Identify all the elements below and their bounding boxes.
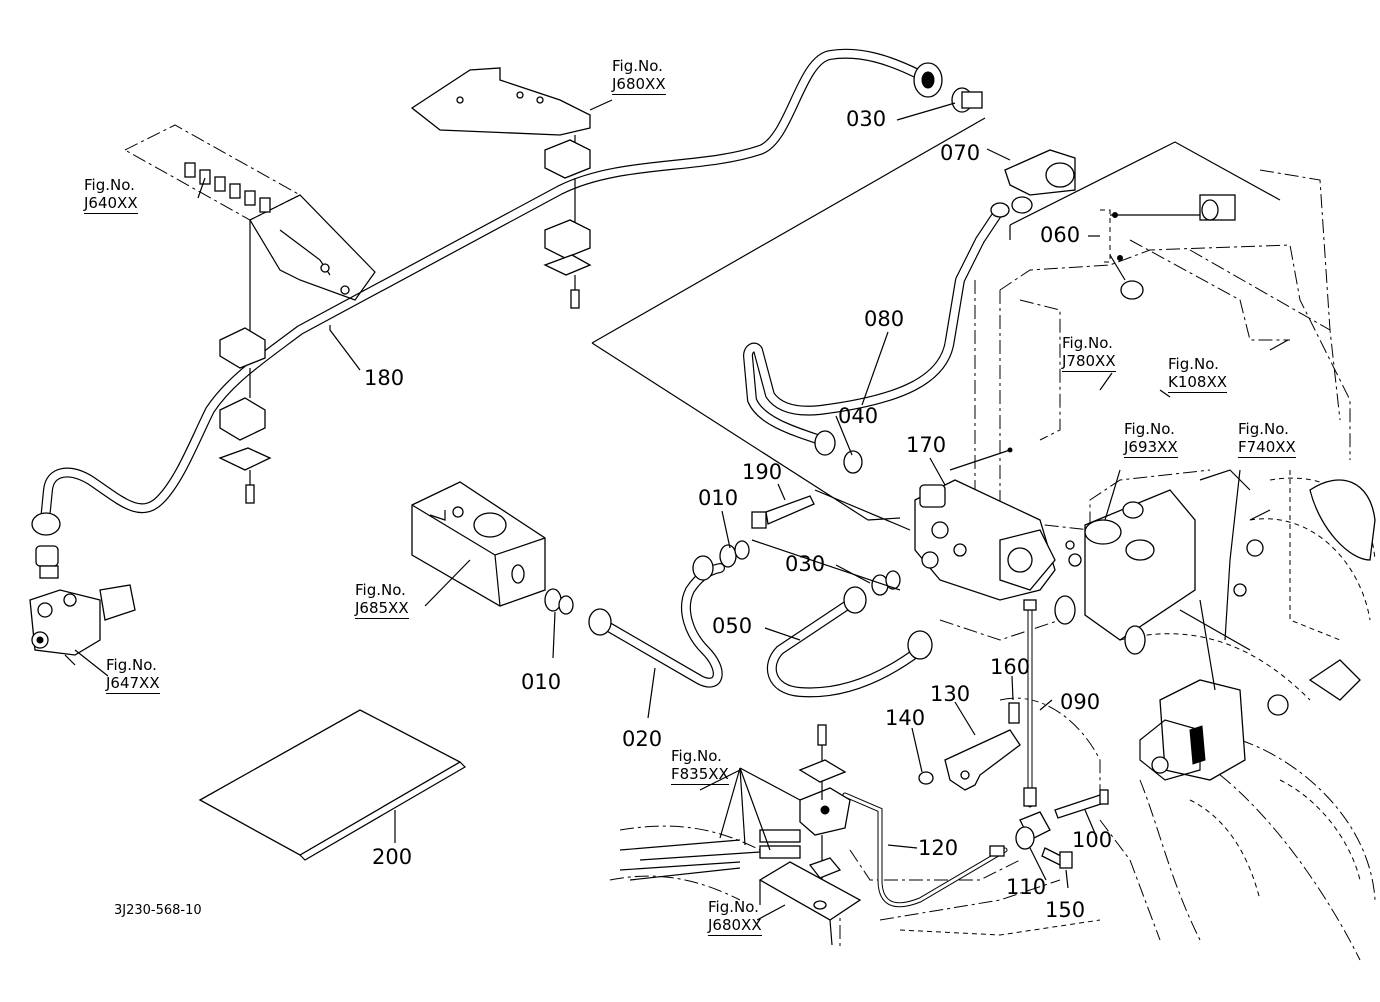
fig-ref-f835[interactable]: Fig.No. F835XX	[671, 747, 729, 785]
drawing-code: 3J230-568-10	[114, 903, 202, 918]
part-label-010-mid: 010	[698, 486, 739, 510]
manifold-f835	[619, 724, 851, 881]
fitting-030-top	[951, 87, 983, 113]
valve-j693	[1054, 489, 1196, 655]
leader-lines	[74, 99, 1289, 921]
part-label-080: 080	[864, 307, 905, 331]
part-label-090: 090	[1060, 690, 1101, 714]
tee-110	[1015, 811, 1051, 850]
fitting-160	[1008, 702, 1020, 724]
nut-140	[918, 771, 934, 785]
part-label-150: 150	[1045, 898, 1086, 922]
part-label-190: 190	[742, 460, 783, 484]
fig-ref-code: J693XX	[1124, 438, 1178, 458]
part-label-030-mid: 030	[785, 552, 826, 576]
part-label-070: 070	[940, 141, 981, 165]
fig-ref-code: J647XX	[106, 674, 160, 694]
manual-200	[198, 709, 466, 861]
fig-ref-caption: Fig.No.	[355, 581, 406, 599]
fig-ref-caption: Fig.No.	[1238, 420, 1289, 438]
pipe-050	[766, 586, 933, 698]
valve-170	[914, 447, 1056, 601]
part-label-160: 160	[990, 655, 1031, 679]
bolt-100	[1054, 789, 1109, 819]
fig-ref-caption: Fig.No.	[612, 57, 663, 75]
fig-ref-j680-upper[interactable]: Fig.No. J680XX	[612, 57, 666, 95]
hose-080	[743, 202, 1010, 474]
block-j685	[411, 481, 574, 615]
fig-ref-j780[interactable]: Fig.No. J780XX	[1062, 334, 1116, 372]
fig-ref-caption: Fig.No.	[671, 747, 722, 765]
pipe-120	[842, 792, 1008, 908]
part-label-030-top: 030	[846, 107, 887, 131]
fig-ref-caption: Fig.No.	[1062, 334, 1113, 352]
fig-ref-code: K108XX	[1168, 373, 1228, 393]
valve-block-j647	[29, 584, 136, 666]
fig-ref-caption: Fig.No.	[1168, 355, 1219, 373]
fittings-060	[1100, 194, 1236, 300]
fig-ref-j640[interactable]: Fig.No. J640XX	[84, 176, 138, 214]
valve-f740	[1139, 599, 1289, 781]
part-label-170: 170	[906, 433, 947, 457]
bracket-130	[944, 729, 1021, 791]
fig-ref-caption: Fig.No.	[708, 898, 759, 916]
engine-fragments	[1199, 469, 1376, 701]
reference-box	[591, 117, 1281, 521]
part-label-130: 130	[930, 682, 971, 706]
fig-ref-j685[interactable]: Fig.No. J685XX	[355, 581, 409, 619]
part-label-200: 200	[372, 845, 413, 869]
pipe-180	[31, 48, 943, 579]
part-label-040: 040	[838, 404, 879, 428]
part-label-140: 140	[885, 706, 926, 730]
fig-ref-caption: Fig.No.	[106, 656, 157, 674]
part-label-120: 120	[918, 836, 959, 860]
fig-ref-code: J640XX	[84, 194, 138, 214]
part-label-100: 100	[1072, 828, 1113, 852]
bolt-190	[751, 489, 911, 531]
fitting-010-mid	[719, 539, 901, 596]
fig-ref-caption: Fig.No.	[1124, 420, 1175, 438]
bracket-j680-lower	[758, 857, 862, 946]
bolts-row	[184, 162, 271, 213]
fig-ref-code: J685XX	[355, 599, 409, 619]
part-label-110: 110	[1006, 875, 1047, 899]
bracket-j640	[123, 124, 376, 504]
fig-ref-code: F740XX	[1238, 438, 1296, 458]
fitting-070	[1004, 149, 1076, 214]
fig-ref-k108[interactable]: Fig.No. K108XX	[1168, 355, 1228, 393]
fig-ref-code: J780XX	[1062, 352, 1116, 372]
fig-ref-caption: Fig.No.	[84, 176, 135, 194]
part-label-010-left: 010	[521, 670, 562, 694]
bolt-150	[1041, 847, 1073, 869]
fig-ref-code: J680XX	[708, 916, 762, 936]
bracket-j680-upper	[410, 67, 592, 309]
part-label-180: 180	[364, 366, 405, 390]
fig-ref-j647[interactable]: Fig.No. J647XX	[106, 656, 160, 694]
fig-ref-code: F835XX	[671, 765, 729, 785]
part-label-060: 060	[1040, 223, 1081, 247]
pipe-020	[588, 555, 725, 688]
part-label-020: 020	[622, 727, 663, 751]
fig-ref-f740[interactable]: Fig.No. F740XX	[1238, 420, 1296, 458]
fig-ref-j693[interactable]: Fig.No. J693XX	[1124, 420, 1178, 458]
pipe-090	[1023, 599, 1037, 808]
fig-ref-j680-lower[interactable]: Fig.No. J680XX	[708, 898, 762, 936]
part-label-050: 050	[712, 614, 753, 638]
fig-ref-code: J680XX	[612, 75, 666, 95]
